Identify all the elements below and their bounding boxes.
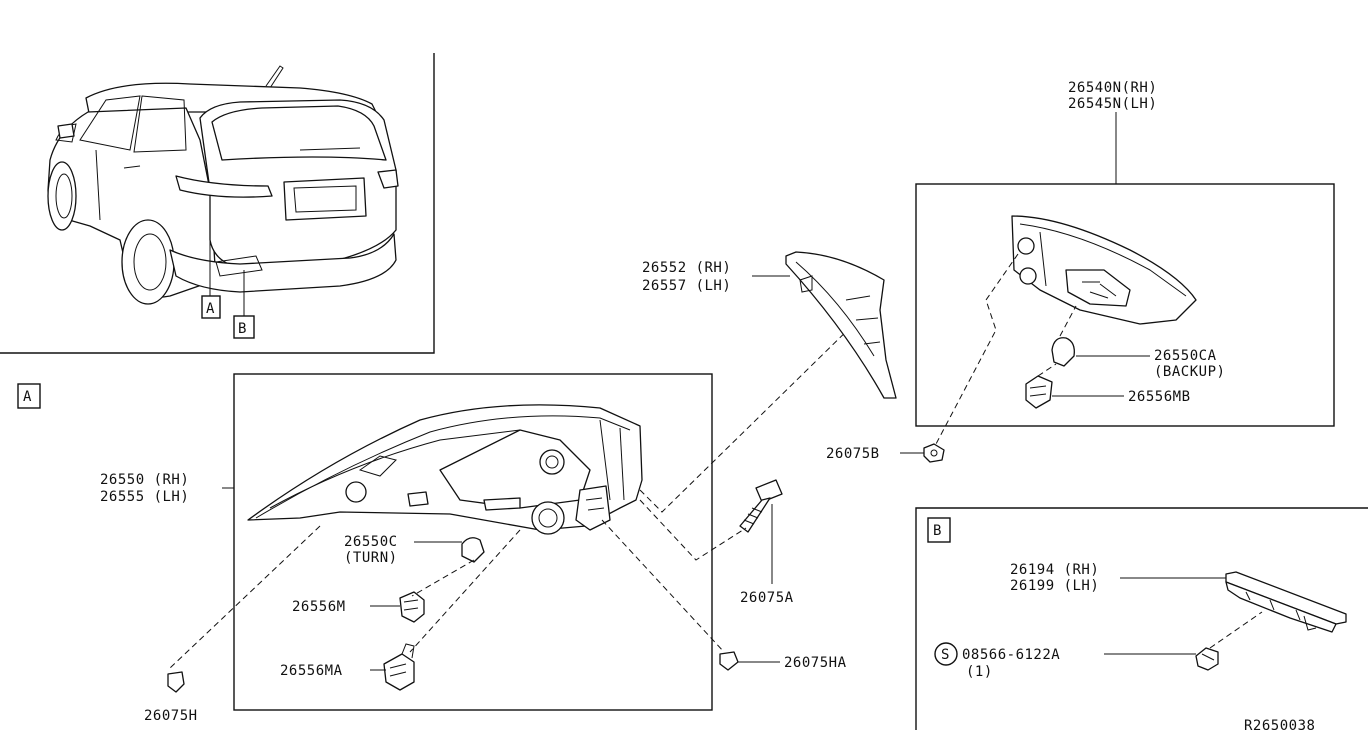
socket-26556ma [383, 643, 415, 691]
label-26556m: 26556M [292, 599, 346, 615]
label-26556mb: 26556MB [1128, 389, 1191, 405]
socket-26556mb [1025, 375, 1053, 409]
label-qty-1: (1) [966, 664, 993, 680]
figure-code: R2650038 [1244, 718, 1315, 734]
lamp-assembly-frame [233, 373, 713, 711]
inner-combination-lamp [1011, 215, 1197, 325]
label-26075ha: 26075HA [784, 655, 847, 671]
turn-bulb [461, 537, 485, 563]
clip-26075h [167, 671, 185, 693]
label-backup: (BACKUP) [1154, 364, 1225, 380]
label-26550ca: 26550CA [1154, 348, 1217, 364]
label-26556ma: 26556MA [280, 663, 343, 679]
label-26075a: 26075A [740, 590, 794, 606]
label-turn: (TURN) [344, 550, 398, 566]
label-26550-rh: 26550 (RH) [100, 472, 189, 488]
finisher-26552: 26552 (RH) 26557 (LH) [642, 251, 897, 399]
callout-a: A [206, 301, 215, 317]
section-b-frame [915, 507, 1368, 730]
callout-b-box [233, 315, 255, 339]
label-26552-rh: 26552 (RH) [642, 260, 731, 276]
license-lamp-26194 [1225, 571, 1347, 633]
section-b-box [927, 517, 951, 543]
bolt-26075a [739, 479, 783, 533]
section-a-box [17, 383, 41, 409]
label-26557-lh: 26557 (LH) [642, 278, 731, 294]
inner-lamp-section: 26540N(RH) 26545N(LH) 26550CA (BACKUP) [826, 80, 1335, 463]
inner-lamp-frame [915, 183, 1335, 427]
callout-b: B [238, 321, 247, 337]
backup-bulb [1051, 337, 1075, 367]
screw-symbol: S [941, 647, 950, 663]
label-26545n-lh: 26545N(LH) [1068, 96, 1157, 112]
overview-frame [0, 53, 435, 354]
clip-26075ha [719, 651, 739, 671]
vehicle-overview: A B [0, 53, 435, 354]
nut-26075b [923, 443, 945, 463]
screw-08566 [1195, 647, 1219, 671]
socket-26556m [399, 591, 425, 623]
section-b-label: B [933, 523, 942, 539]
label-26075b: 26075B [826, 446, 880, 462]
label-26199-lh: 26199 (LH) [1010, 578, 1099, 594]
section-a-label: A [23, 389, 32, 405]
rear-combination-lamp [247, 404, 643, 535]
label-26194-rh: 26194 (RH) [1010, 562, 1099, 578]
label-26540n-rh: 26540N(RH) [1068, 80, 1157, 96]
label-26075h: 26075H [144, 708, 198, 724]
label-08566-6122a: 08566-6122A [962, 647, 1060, 663]
label-26555-lh: 26555 (LH) [100, 489, 189, 505]
label-26550c: 26550C [344, 534, 398, 550]
callout-a-box [201, 295, 221, 319]
screw-symbol-circle [934, 642, 958, 666]
section-a: A [17, 317, 861, 724]
section-b: B 26194 (RH) 26199 (LH) S 08566-6122A (1… [915, 507, 1368, 730]
